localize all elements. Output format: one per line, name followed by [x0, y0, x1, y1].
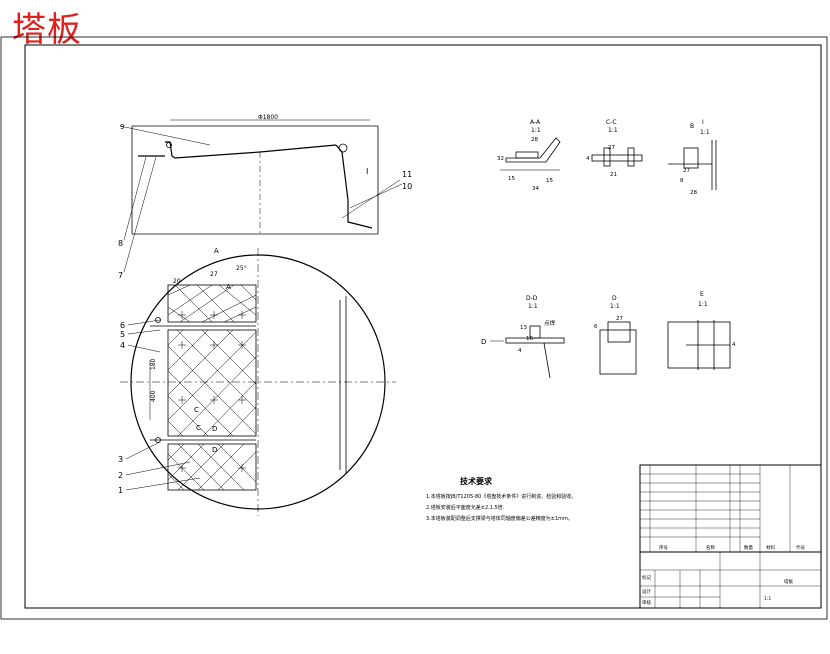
dim-i1: 27 — [683, 168, 690, 174]
view-d-name: D — [612, 295, 617, 302]
view-aa-name: A-A — [530, 119, 541, 126]
dim-e1: 4 — [732, 342, 736, 348]
dim-diameter: Φ1800 — [258, 114, 278, 121]
tech-notes: 技术要求 1.本塔板按JB/T1205-80《塔盘技术条件》进行制造、检验和验收… — [426, 476, 576, 522]
cut-mark-C2: C — [196, 424, 201, 432]
dim-aa2: 32 — [497, 156, 504, 162]
view-i: B I 1:1 27 28 8 — [668, 119, 717, 196]
tb-material-col: 材料 — [766, 544, 775, 551]
cut-D-label: D — [481, 338, 486, 346]
dim-c: 25° — [236, 265, 247, 272]
leader-7: 7 — [118, 271, 123, 280]
cut-mark-D2: D — [212, 446, 217, 454]
view-aa: A-A 1:1 28 32 15 15 34 — [497, 119, 561, 192]
dim-i2: 28 — [690, 190, 697, 196]
view-i-name: I — [702, 119, 704, 126]
dim-cc3: 4 — [586, 156, 590, 162]
tb-row-design: 设计 — [642, 588, 651, 595]
leader-8: 8 — [118, 239, 123, 248]
dim-aa4: 15 — [546, 178, 553, 184]
drawing-title: 塔板 — [12, 10, 82, 50]
dim-cc1: 27 — [608, 145, 615, 151]
tb-qty-col: 数量 — [744, 544, 753, 551]
dim-pitch-1: 180 — [150, 358, 157, 370]
outer-frame — [0, 36, 828, 620]
dim-aa3: 15 — [508, 176, 515, 182]
note-3: 3.本塔板装配调整后支撑梁与塔体同轴度偏差公差精度为±1mm。 — [426, 515, 573, 522]
view-i-scale: 1:1 — [700, 129, 710, 136]
view-dd-scale: 1:1 — [528, 303, 538, 310]
tb-part-col: 代号 — [796, 544, 805, 551]
dim-dd2: 16 — [526, 336, 533, 342]
view-cc: C-C 1:1 27 21 4 — [586, 119, 643, 178]
plan-view: 180 400 20 27 25° A A C C D D 6 5 4 3 2 … — [118, 247, 396, 516]
notes-title: 技术要求 — [460, 476, 493, 486]
leader-1: 1 — [118, 486, 123, 495]
view-d: D 1:1 27 6 — [594, 295, 637, 375]
tb-sheet: 1:1 — [764, 596, 771, 602]
leader-11: 11 — [402, 170, 412, 179]
view-d-scale: 1:1 — [610, 303, 620, 310]
leader-5: 5 — [120, 330, 125, 339]
view-cc-name: C-C — [606, 119, 617, 126]
note-2: 2.塔板安装后平面度允差±2,1.5倍. — [426, 504, 505, 511]
leader-4: 4 — [120, 341, 125, 350]
dim-cc2: 21 — [610, 172, 617, 178]
dim-aa5: 34 — [532, 186, 539, 192]
dim-pitch-2: 400 — [150, 390, 157, 402]
view-aa-scale: 1:1 — [531, 127, 541, 134]
tb-header-mid: 名称 — [706, 544, 715, 551]
view-dd-name: D-D — [526, 295, 538, 302]
cut-mark-D: D — [212, 425, 217, 433]
weld-label: 点焊 — [544, 319, 556, 327]
cut-mark-C: C — [194, 406, 199, 414]
cut-mark-A2: A — [226, 283, 231, 291]
dim-dd1: 13 — [520, 325, 527, 331]
tb-designation: 塔板 — [784, 578, 793, 585]
leader-I: I — [366, 167, 368, 176]
cut-mark-A: A — [214, 247, 219, 255]
tb-row-mark: 标记 — [642, 574, 651, 581]
dim-d1: 27 — [616, 316, 623, 322]
leader-9: 9 — [120, 123, 124, 131]
view-b-name: B — [690, 123, 694, 130]
view-e-name: E — [700, 291, 704, 298]
inner-frame — [24, 44, 822, 609]
leader-10: 10 — [402, 182, 412, 191]
leader-2: 2 — [118, 471, 123, 480]
leader-6: 6 — [120, 321, 125, 330]
tb-row-review: 审核 — [642, 599, 651, 606]
leader-3: 3 — [118, 455, 123, 464]
dim-dd3: 4 — [518, 348, 522, 354]
dim-i3: 8 — [680, 178, 684, 184]
view-cc-scale: 1:1 — [608, 127, 618, 134]
tb-header-left: 序号 — [659, 544, 668, 551]
dim-a: 20 — [173, 278, 181, 285]
note-1: 1.本塔板按JB/T1205-80《塔盘技术条件》进行制造、检验和验收。 — [426, 493, 576, 500]
view-e: E 1:1 4 — [667, 291, 736, 370]
title-block: 序号 名称 数量 材料 代号 标记 设计 审核 塔板 1:1 — [639, 464, 822, 609]
dim-aa1: 28 — [531, 137, 538, 143]
dim-b: 27 — [210, 271, 218, 278]
view-e-scale: 1:1 — [698, 301, 708, 308]
front-view: Φ1800 9 11 10 I 8 7 — [118, 114, 412, 280]
dim-d2: 6 — [594, 324, 598, 330]
view-dd: D-D 1:1 D 13 16 4 点焊 — [481, 295, 565, 379]
